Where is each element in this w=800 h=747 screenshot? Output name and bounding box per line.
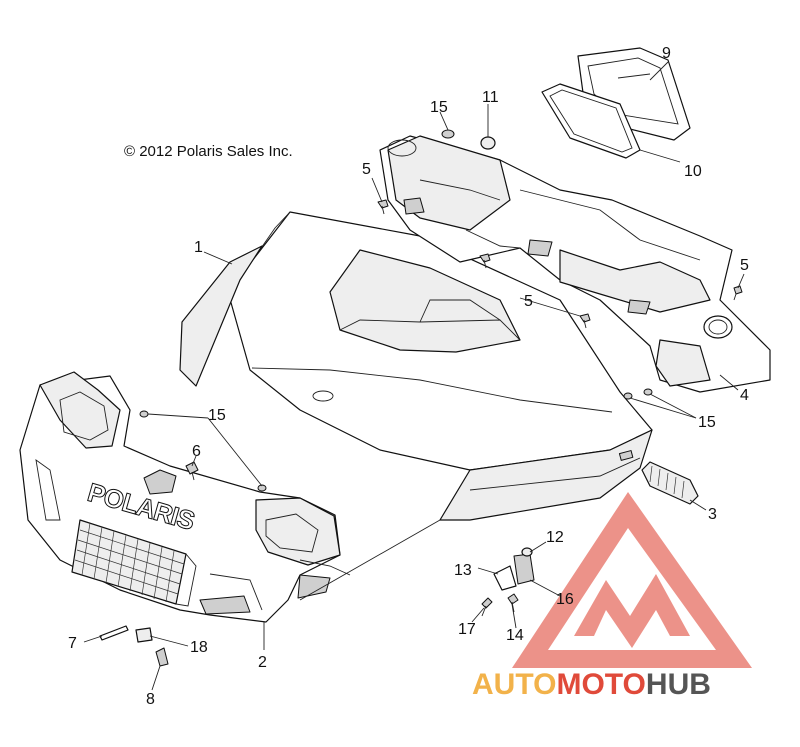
callout-15-b: 15 [208, 407, 226, 424]
callout-9: 9 [662, 45, 671, 62]
callout-3: 3 [708, 506, 717, 523]
callout-15-a: 15 [430, 99, 448, 116]
callout-11: 11 [482, 89, 499, 106]
callout-2: 2 [258, 654, 267, 671]
callout-1: 1 [194, 239, 203, 256]
watermark-auto: AUTO [472, 668, 556, 701]
callout-4: 4 [740, 387, 749, 404]
callout-5-a: 5 [362, 161, 371, 178]
hood-part [179, 211, 653, 521]
callout-18: 18 [190, 639, 208, 656]
callout-10: 10 [684, 163, 702, 180]
watermark-emblem [512, 492, 752, 668]
copyright-notice: © 2012 Polaris Sales Inc. [124, 143, 293, 160]
callout-12: 12 [546, 529, 564, 546]
watermark-text: AUTOMOTOHUB [472, 668, 711, 701]
watermark-logo: AUTOMOTOHUB [472, 668, 711, 701]
watermark-letter-mark-icon [574, 574, 690, 648]
fastener-parts [99, 129, 743, 667]
front-fascia-part: POLARIS [19, 371, 351, 623]
knob-part [641, 461, 699, 505]
leader-lines [83, 61, 745, 691]
watermark-hub: HUB [646, 668, 711, 701]
callout-14: 14 [506, 627, 524, 644]
callout-5-c: 5 [740, 257, 749, 274]
watermark-triangle-icon [512, 492, 752, 668]
callout-7: 7 [68, 635, 77, 652]
callout-15-c: 15 [698, 414, 716, 431]
callout-labels: 1 2 3 4 5 5 5 6 7 8 9 10 11 12 13 14 15 … [68, 45, 749, 708]
callout-8: 8 [146, 691, 155, 708]
callout-16: 16 [556, 591, 574, 608]
callout-5-b: 5 [524, 293, 533, 310]
callout-13: 13 [454, 562, 472, 579]
callout-6: 6 [192, 443, 201, 460]
dash-part [379, 135, 771, 393]
callout-17: 17 [458, 621, 476, 638]
watermark-moto: MOTO [556, 668, 645, 701]
